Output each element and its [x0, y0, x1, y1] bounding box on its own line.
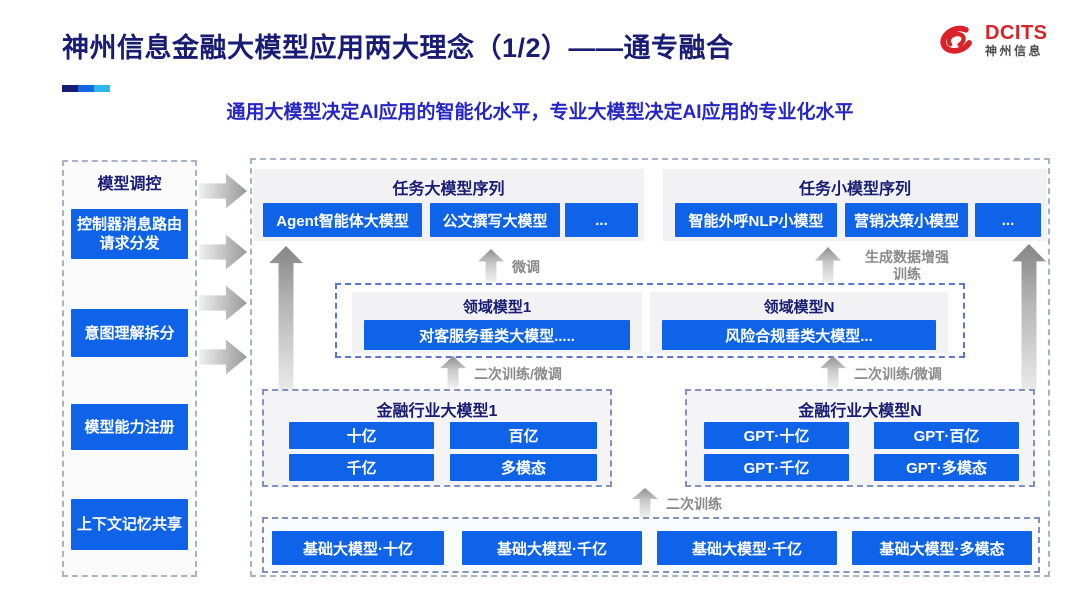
task-large-model-title: 任务大模型序列: [392, 181, 505, 198]
domain-model-1-title: 领域模型1: [462, 299, 532, 316]
industry-model-n-title: 金融行业大模型N: [798, 403, 922, 420]
sidebar-model-control: 模型调控 控制器消息路由请求分发 意图理解拆分 模型能力注册 上下文记忆共享: [62, 160, 197, 577]
model-box-multimodal: 多模态: [450, 454, 597, 481]
sidebar-item-router: 控制器消息路由请求分发: [71, 209, 188, 259]
logo-text: DCITS 神州信息: [985, 23, 1048, 59]
flow-arrow-right-4: [199, 339, 247, 375]
base-models-box: 基础大模型·十亿 基础大模型·千亿 基础大模型·千亿 基础大模型·多模态: [262, 517, 1040, 573]
gen-augment-label: 生成数据增强 训练: [851, 249, 963, 283]
model-box-gpt-10b: GPT·百亿: [874, 422, 1019, 449]
model-box-agent: Agent智能体大模型: [263, 203, 422, 237]
model-box-base-multimodal: 基础大模型·多模态: [852, 531, 1032, 565]
industry-model-n-box: 金融行业大模型N GPT·十亿 GPT·百亿 GPT·千亿 GPT·多模态: [685, 389, 1035, 487]
domain-model-n-panel: 领域模型N 风险合规垂类大模型...: [650, 292, 948, 353]
retrain-finetune-label-right: 二次训练/微调: [854, 366, 942, 382]
dcits-swirl-icon: [940, 25, 972, 54]
model-box-risk-compliance: 风险合规垂类大模型...: [662, 320, 936, 350]
gen-augment-label-line2: 训练: [893, 266, 921, 282]
model-box-gpt-1b: GPT·十亿: [704, 422, 849, 449]
flow-arrow-right-2: [199, 234, 247, 270]
task-small-model-panel: 任务小模型序列 智能外呼NLP小模型 营销决策小模型 ...: [663, 169, 1047, 241]
title-accent-bar: [62, 85, 110, 92]
model-box-1b: 十亿: [289, 422, 434, 449]
model-box-base-100b-a: 基础大模型·千亿: [462, 531, 642, 565]
model-box-customer-service: 对客服务垂类大模型.....: [364, 320, 630, 350]
model-box-100b: 千亿: [289, 454, 434, 481]
model-box-nlp-call: 智能外呼NLP小模型: [675, 203, 837, 237]
flow-arrow-right-3: [199, 285, 247, 321]
retrain-label: 二次训练: [666, 496, 722, 512]
page-title: 神州信息金融大模型应用两大理念（1/2）——通专融合: [62, 33, 734, 63]
domain-model-1-panel: 领域模型1 对客服务垂类大模型.....: [352, 292, 642, 353]
model-box-marketing: 营销决策小模型: [845, 203, 968, 237]
flow-arrow-right-1: [199, 173, 247, 209]
sidebar-title: 模型调控: [97, 176, 162, 193]
industry-model-1-box: 金融行业大模型1 十亿 百亿 千亿 多模态: [262, 389, 612, 487]
retrain-finetune-label-left: 二次训练/微调: [474, 366, 562, 382]
subtitle: 通用大模型决定AI应用的智能化水平，专业大模型决定AI应用的专业化水平: [226, 102, 854, 123]
domain-models-box: 领域模型1 对客服务垂类大模型..... 领域模型N 风险合规垂类大模型...: [335, 283, 965, 358]
sidebar-item-context: 上下文记忆共享: [71, 499, 188, 550]
model-box-more-large: ...: [565, 203, 638, 237]
model-box-document: 公文撰写大模型: [430, 203, 560, 237]
domain-model-n-title: 领域模型N: [763, 299, 835, 316]
model-box-base-100b-b: 基础大模型·千亿: [657, 531, 837, 565]
gen-augment-label-line1: 生成数据增强: [865, 249, 949, 265]
sidebar-item-intent: 意图理解拆分: [71, 309, 188, 357]
model-box-gpt-multimodal: GPT·多模态: [874, 454, 1019, 481]
model-box-gpt-100b: GPT·千亿: [704, 454, 849, 481]
model-box-base-1b: 基础大模型·十亿: [272, 531, 444, 565]
task-small-model-title: 任务小模型序列: [798, 181, 911, 198]
model-box-more-small: ...: [975, 203, 1041, 237]
industry-model-1-title: 金融行业大模型1: [376, 403, 498, 420]
task-large-model-panel: 任务大模型序列 Agent智能体大模型 公文撰写大模型 ...: [253, 169, 644, 241]
model-box-10b: 百亿: [450, 422, 597, 449]
logo-brand-cn: 神州信息: [985, 44, 1044, 58]
dcits-logo: DCITS 神州信息: [933, 20, 1048, 62]
logo-brand: DCITS: [985, 22, 1048, 44]
finetune-label: 微调: [512, 259, 540, 275]
sidebar-item-register: 模型能力注册: [71, 404, 188, 450]
